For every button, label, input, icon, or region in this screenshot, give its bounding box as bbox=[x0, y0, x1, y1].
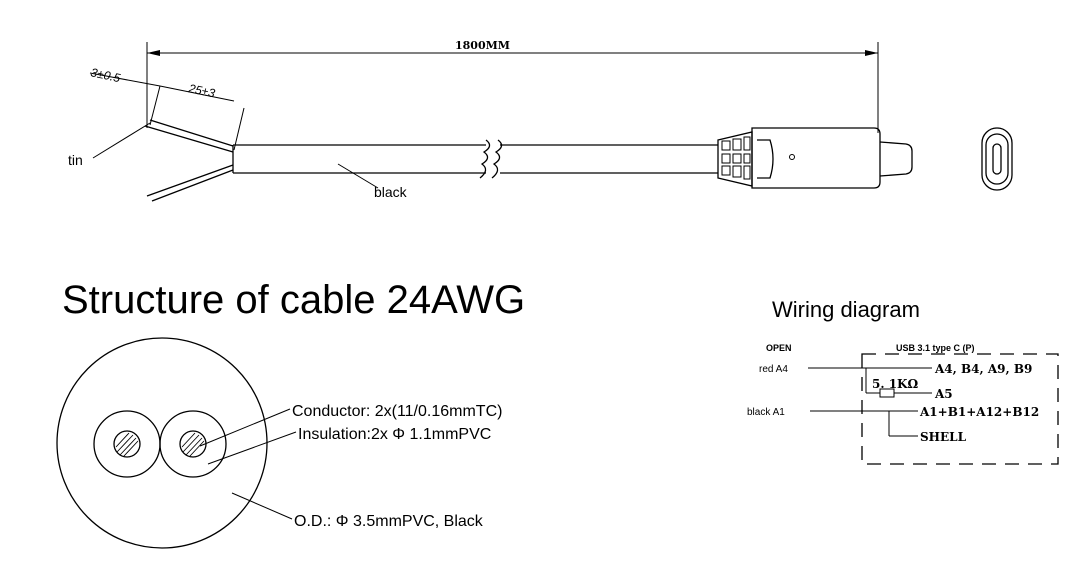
black-wire-label: black A1 bbox=[747, 407, 785, 418]
plug-tongue bbox=[879, 141, 913, 177]
od-leader bbox=[231, 492, 293, 520]
structure-title: Structure of cable 24AWG bbox=[62, 278, 525, 322]
dim-ext-25 bbox=[233, 107, 245, 151]
plug-body bbox=[751, 127, 881, 189]
conductor-spec: Conductor: 2x(11/0.16mmTC) bbox=[292, 403, 502, 420]
black-label: black bbox=[374, 184, 408, 200]
plug-body-notch bbox=[757, 139, 774, 179]
conductor-leader bbox=[199, 408, 291, 447]
wire-upper bbox=[149, 119, 234, 147]
od-spec: O.D.: Φ 3.5mmPVC, Black bbox=[294, 513, 484, 530]
vbus-pins: A4, B4, A9, B9 bbox=[934, 362, 1032, 376]
connector-end-inner bbox=[985, 133, 1009, 185]
plug-marker-dot bbox=[789, 154, 795, 160]
arrow-right bbox=[865, 50, 878, 56]
insulation-right bbox=[159, 410, 227, 478]
insulation-leader bbox=[207, 431, 297, 465]
break-mark-left bbox=[479, 139, 491, 179]
cable-outer-jacket bbox=[56, 337, 268, 549]
dim-1800-label: 1800MM bbox=[455, 39, 510, 52]
conductor-hatch bbox=[115, 432, 205, 457]
insulation-spec: Insulation:2x Φ 1.1mmPVC bbox=[298, 426, 491, 443]
dim-line-3 bbox=[89, 72, 161, 87]
red-label: red A4 bbox=[759, 364, 788, 375]
arrow-left bbox=[147, 50, 160, 56]
grip-ribs bbox=[721, 136, 751, 180]
wiring-title: Wiring diagram bbox=[772, 297, 920, 322]
tin-leader bbox=[92, 122, 151, 159]
shell-label: SHELL bbox=[920, 430, 967, 444]
usb-header: USB 3.1 type C (P) bbox=[896, 343, 975, 353]
wire-lower bbox=[146, 164, 234, 197]
dim-ext-3 bbox=[149, 85, 161, 126]
conductor-left bbox=[113, 430, 141, 458]
tin-label: tin bbox=[68, 152, 83, 168]
insulation-left bbox=[93, 410, 161, 478]
gnd-pins: A1+B1+A12+B12 bbox=[919, 405, 1039, 419]
dim-3-label: 3±0.5 bbox=[89, 65, 122, 85]
connector-end-outer bbox=[981, 127, 1013, 191]
open-header: OPEN bbox=[766, 343, 792, 353]
dim-25-label: 25±3 bbox=[186, 81, 216, 101]
wire-upper-2 bbox=[144, 125, 234, 153]
cc-pin: A5 bbox=[934, 387, 953, 401]
resistor-value: 5. 1KΩ bbox=[872, 377, 918, 391]
break-mark-right bbox=[491, 139, 503, 179]
connector-end-tongue bbox=[992, 143, 1002, 175]
dim-line-25 bbox=[159, 85, 235, 102]
plug-strain-relief bbox=[717, 131, 753, 187]
black-leader bbox=[337, 163, 379, 189]
wire-lower-2 bbox=[151, 169, 234, 202]
connector-boundary bbox=[861, 353, 1059, 465]
